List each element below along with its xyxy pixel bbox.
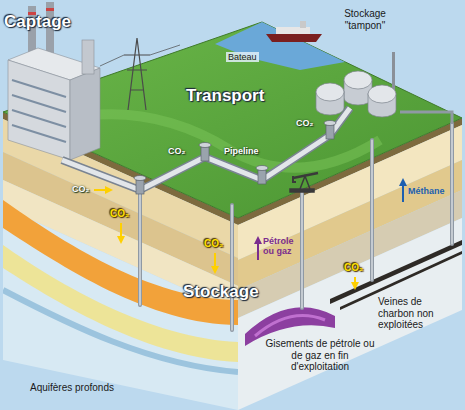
power-wire [100, 45, 180, 66]
pumpjack-base [290, 189, 314, 192]
oil-arrow [257, 240, 259, 260]
valve [136, 180, 144, 194]
well-highlight [371, 140, 372, 280]
co2-label: CO₂ [204, 238, 223, 250]
well [300, 190, 304, 308]
aquifer-water [3, 290, 238, 372]
ground-surface [3, 22, 462, 218]
plant-windows [12, 80, 66, 142]
pylon-frame [128, 38, 146, 110]
pumpjack-frame [300, 176, 310, 189]
flow-arrows [94, 182, 403, 286]
co2-arrow [120, 223, 122, 240]
co2-arrow [214, 253, 216, 270]
plant-side [70, 68, 100, 160]
co2-label: CO₂ [72, 184, 90, 194]
deep-layer [238, 218, 462, 410]
well-highlight [231, 205, 232, 330]
well-highlight [301, 190, 302, 308]
chimney-band [46, 8, 54, 11]
tank-dome [368, 85, 396, 103]
ship-bridge [300, 21, 306, 28]
section-title: Transport [186, 86, 264, 106]
ship [266, 21, 322, 42]
co2-label: CO₂ [110, 208, 129, 220]
well-highlight [139, 190, 140, 305]
well [230, 205, 234, 330]
ship-hull [266, 34, 322, 42]
pylon [100, 38, 180, 110]
well [138, 190, 142, 305]
valve-wheel [256, 166, 268, 171]
sea [215, 22, 345, 70]
co2-arrow [94, 189, 109, 191]
methane-arrow [402, 182, 404, 202]
valve-wheel [134, 176, 146, 181]
callout-label: Stockage "tampon" [330, 8, 400, 31]
co2-label: CO₂ [168, 146, 186, 156]
co2-label: CO₂ [344, 262, 363, 274]
well [450, 124, 454, 244]
valves [134, 121, 336, 195]
section-title: Stockage [183, 282, 259, 302]
callout-label: Pipeline [224, 146, 259, 156]
oil-gas-deposit [255, 316, 325, 336]
plant-front [8, 60, 70, 160]
callout-label: Gisements de pétrole ou de gaz en fin d'… [262, 338, 378, 373]
section-title: Captage [4, 12, 71, 32]
well-highlight [451, 124, 452, 244]
valve [201, 147, 209, 161]
coal-seam [330, 240, 462, 304]
valve [258, 170, 266, 184]
pylon-arms [124, 55, 150, 90]
buffer-tanks [316, 52, 396, 117]
pumpjack-head [293, 176, 296, 182]
callout-label: Veines de charbon non exploitées [378, 296, 458, 331]
ship-deck [276, 27, 310, 34]
co2-arrow [354, 277, 356, 286]
well [370, 140, 374, 280]
flow-label: Pétrole ou gaz [263, 236, 299, 257]
pipeline [62, 108, 350, 190]
tank-dome [344, 71, 372, 89]
callout-label: Aquifères profonds [30, 382, 114, 394]
valve-wheel [324, 121, 336, 126]
callout-label: Bateau [226, 52, 259, 62]
tank-dome [316, 83, 344, 101]
pumpjack [290, 173, 318, 192]
capture-tower [82, 40, 94, 74]
flow-label: Méthane [408, 186, 445, 196]
pipeline [62, 108, 350, 190]
methane-pipe [400, 112, 452, 124]
co2-label: CO₂ [296, 118, 314, 128]
valve [326, 125, 334, 139]
pumpjack-beam [293, 173, 318, 178]
valve-wheel [199, 143, 211, 148]
